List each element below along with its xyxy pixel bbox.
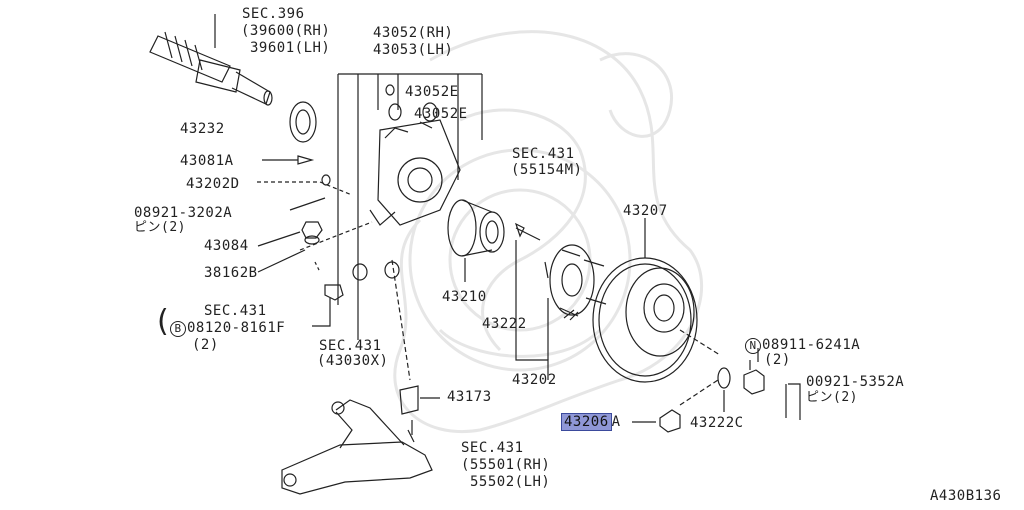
part-43206a-suffix: A (611, 414, 621, 430)
bushing-43173 (399, 385, 419, 415)
sec431-55154-title: SEC.431 (512, 146, 575, 162)
circle-n-icon: N (745, 338, 761, 354)
part-43052e-b: 43052E (414, 106, 468, 122)
part-00921-qty: ピン(2) (806, 390, 858, 405)
sec431-bolt-title: SEC.431 (204, 303, 267, 319)
part-43081a: 43081A (180, 153, 234, 169)
part-43052e-a: 43052E (405, 84, 459, 100)
hub-nut (743, 369, 765, 395)
nut-43084 (301, 221, 323, 239)
bolt-43081a (262, 155, 315, 165)
wheel-bearing-hub (447, 199, 505, 282)
bolt-part-number: 08120-8161F (187, 320, 286, 336)
part-43052-rh: 43052(RH) (373, 25, 454, 41)
part-43207: 43207 (623, 203, 668, 219)
sec431-lower-rh: (55501(RH) (461, 457, 551, 473)
circle-b-icon: B (170, 321, 186, 337)
nut-part-number: 08911-6241A (762, 337, 861, 353)
highlighted-part-43206[interactable]: 43206 (561, 413, 612, 431)
part-08921-3202a: 08921-3202A (134, 205, 233, 221)
part-43202: 43202 (512, 372, 557, 388)
sec396-rh: (39600(RH) (241, 23, 331, 39)
sec431-55154-sub: (55154M) (511, 162, 583, 178)
sec431-lower-lh: 55502(LH) (470, 474, 551, 490)
grease-cap (659, 409, 681, 433)
sec431-bolt-qty: (2) (192, 337, 219, 353)
part-43222: 43222 (482, 316, 527, 332)
diagram-code: A430B136 (930, 488, 1002, 504)
cotter-pin (289, 197, 326, 211)
part-38162b: 38162B (204, 265, 258, 281)
part-43232: 43232 (180, 121, 225, 137)
part-43202d: 43202D (186, 176, 240, 192)
sec396-lh: 39601(LH) (250, 40, 331, 56)
steering-knuckle (369, 84, 461, 226)
axle-hub (544, 244, 607, 360)
part-43053-lh: 43053(LH) (373, 42, 454, 58)
lower-arm (281, 399, 433, 495)
part-08921-pin-qty: ピン(2) (134, 220, 186, 235)
part-43210: 43210 (442, 289, 487, 305)
oil-seal (289, 101, 317, 143)
part-08911-qty: (2) (764, 352, 791, 368)
part-43173: 43173 (447, 389, 492, 405)
drive-shaft (149, 14, 273, 106)
sec396-title: SEC.396 (242, 6, 305, 22)
sec431-43030-sub: (43030X) (317, 353, 389, 369)
part-43084: 43084 (204, 238, 249, 254)
bracket-open: ( (157, 304, 169, 339)
sec431-lower-title: SEC.431 (461, 440, 524, 456)
brake-rotor (592, 218, 698, 383)
part-00921-5352a: 00921-5352A (806, 374, 905, 390)
part-43222c: 43222C (690, 415, 744, 431)
sec431-43030-title: SEC.431 (319, 338, 382, 354)
